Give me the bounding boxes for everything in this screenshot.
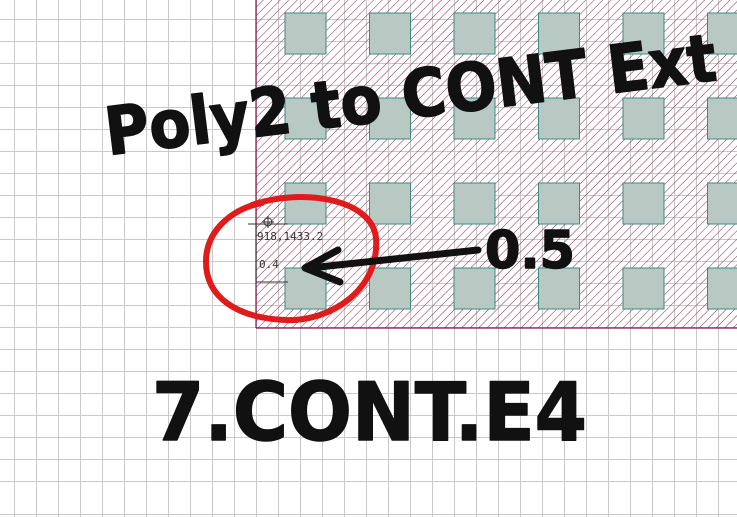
contact-square[interactable] bbox=[538, 267, 580, 310]
cursor-coordinate-readout: 918,1433.2 bbox=[257, 230, 323, 243]
contact-square[interactable] bbox=[622, 97, 665, 140]
contact-square[interactable] bbox=[622, 182, 665, 225]
contact-square[interactable] bbox=[453, 97, 496, 140]
contact-square[interactable] bbox=[622, 12, 665, 55]
contact-square[interactable] bbox=[369, 97, 411, 140]
contact-square[interactable] bbox=[453, 267, 496, 310]
design-rule-label: 7.CONT.E4 bbox=[152, 366, 587, 459]
annotation-value: 0.5 bbox=[485, 221, 575, 281]
measurement-ruler: 918,1433.2 0.4 bbox=[248, 216, 323, 283]
measured-distance-label: 0.4 bbox=[259, 258, 279, 271]
contact-square[interactable] bbox=[369, 12, 411, 55]
contact-square[interactable] bbox=[622, 267, 665, 310]
contact-square[interactable] bbox=[707, 182, 737, 225]
arrow-icon bbox=[306, 246, 482, 272]
red-circle-highlight bbox=[202, 194, 380, 324]
contact-square[interactable] bbox=[707, 97, 737, 140]
arrow-head-icon bbox=[301, 246, 344, 286]
contact-square[interactable] bbox=[707, 267, 737, 310]
contact-square[interactable] bbox=[369, 267, 411, 310]
contact-square[interactable] bbox=[284, 182, 327, 225]
contact-square[interactable] bbox=[538, 12, 580, 55]
contact-array bbox=[284, 12, 737, 310]
contact-square[interactable] bbox=[284, 97, 327, 140]
contact-square[interactable] bbox=[453, 12, 496, 55]
contact-square[interactable] bbox=[538, 97, 580, 140]
contact-square[interactable] bbox=[707, 12, 737, 55]
contact-square[interactable] bbox=[284, 12, 327, 55]
contact-square[interactable] bbox=[453, 182, 496, 225]
contact-square[interactable] bbox=[538, 182, 580, 225]
contact-square[interactable] bbox=[369, 182, 411, 225]
